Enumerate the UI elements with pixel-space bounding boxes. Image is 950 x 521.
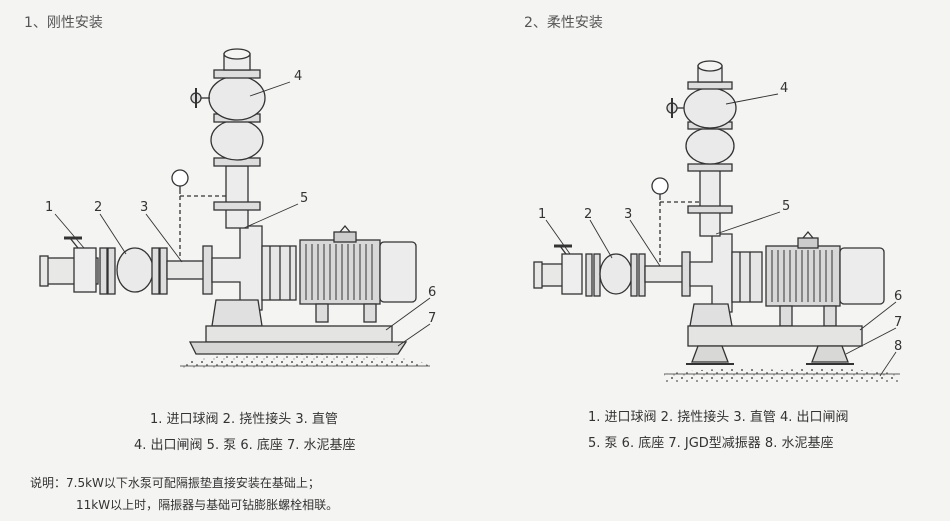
flexible-pump-casing [689,233,733,313]
rigid-outlet-gate-valve [208,75,266,121]
rigid-straight-pipe [166,260,206,280]
flexible-callout-8: 8 [894,339,902,354]
flexible-callout-numbers: 1 2 3 4 5 6 7 8 [538,81,902,354]
rigid-callout-numbers: 1 2 3 4 5 6 7 [45,69,436,326]
rigid-pressure-gauge [171,169,189,187]
rigid-callout-4: 4 [294,69,302,84]
note-line-1: 说明：7.5kW以下水泵可配隔振垫直接安装在基础上； [30,476,320,490]
flexible-legend-line-2: 5. 泵 6. 底座 7. JGD型减振器 8. 水泥基座 [588,436,834,451]
rigid-pump-casing [211,225,263,311]
rigid-callout-5: 5 [300,191,308,206]
rigid-concrete-foundation [188,341,408,355]
rigid-legend-line-2: 4. 出口闸阀 5. 泵 6. 底座 7. 水泥基座 [134,438,356,453]
flexible-motor [765,245,841,307]
rigid-callout-2: 2 [94,200,102,215]
rigid-flex-joint [116,247,154,293]
flexible-callout-4: 4 [780,81,788,96]
rigid-callout-3: 3 [140,200,148,215]
rigid-callout-7: 7 [428,311,436,326]
flexible-flex-joint [599,253,633,295]
flexible-pump-assembly [533,60,900,382]
flexible-base-plate [687,325,863,347]
flexible-callout-6: 6 [894,289,902,304]
rigid-callout-1: 1 [45,200,53,215]
flexible-straight-pipe [644,265,684,283]
flexible-pressure-gauge [651,177,669,195]
rigid-base-plate [205,325,393,343]
flexible-callout-5: 5 [782,199,790,214]
flexible-legend-line-1: 1. 进口球阀 2. 挠性接头 3. 直管 4. 出口闸阀 [588,410,849,425]
flexible-isolator-left [691,345,729,363]
flexible-concrete-foundation [664,368,900,382]
rigid-pump-assembly [39,48,430,368]
flexible-title: 2、柔性安装 [524,15,603,31]
rigid-callout-lines [54,81,431,347]
rigid-callout-6: 6 [428,285,436,300]
flexible-callout-lines [545,93,897,377]
flexible-callout-2: 2 [584,207,592,222]
flexible-callout-7: 7 [894,315,902,330]
rigid-title: 1、刚性安装 [24,15,103,31]
rigid-inlet-valve [73,247,97,293]
rigid-legend-line-1: 1. 进口球阀 2. 挠性接头 3. 直管 [150,412,338,427]
flexible-callout-3: 3 [624,207,632,222]
flexible-outlet-gate-valve [683,87,737,129]
flexible-inlet-valve [561,253,583,295]
note-line-2: 11kW以上时，隔振器与基础可钻膨胀螺栓相联。 [76,498,339,512]
flexible-isolator-right [811,345,849,363]
flexible-callout-1: 1 [538,207,546,222]
